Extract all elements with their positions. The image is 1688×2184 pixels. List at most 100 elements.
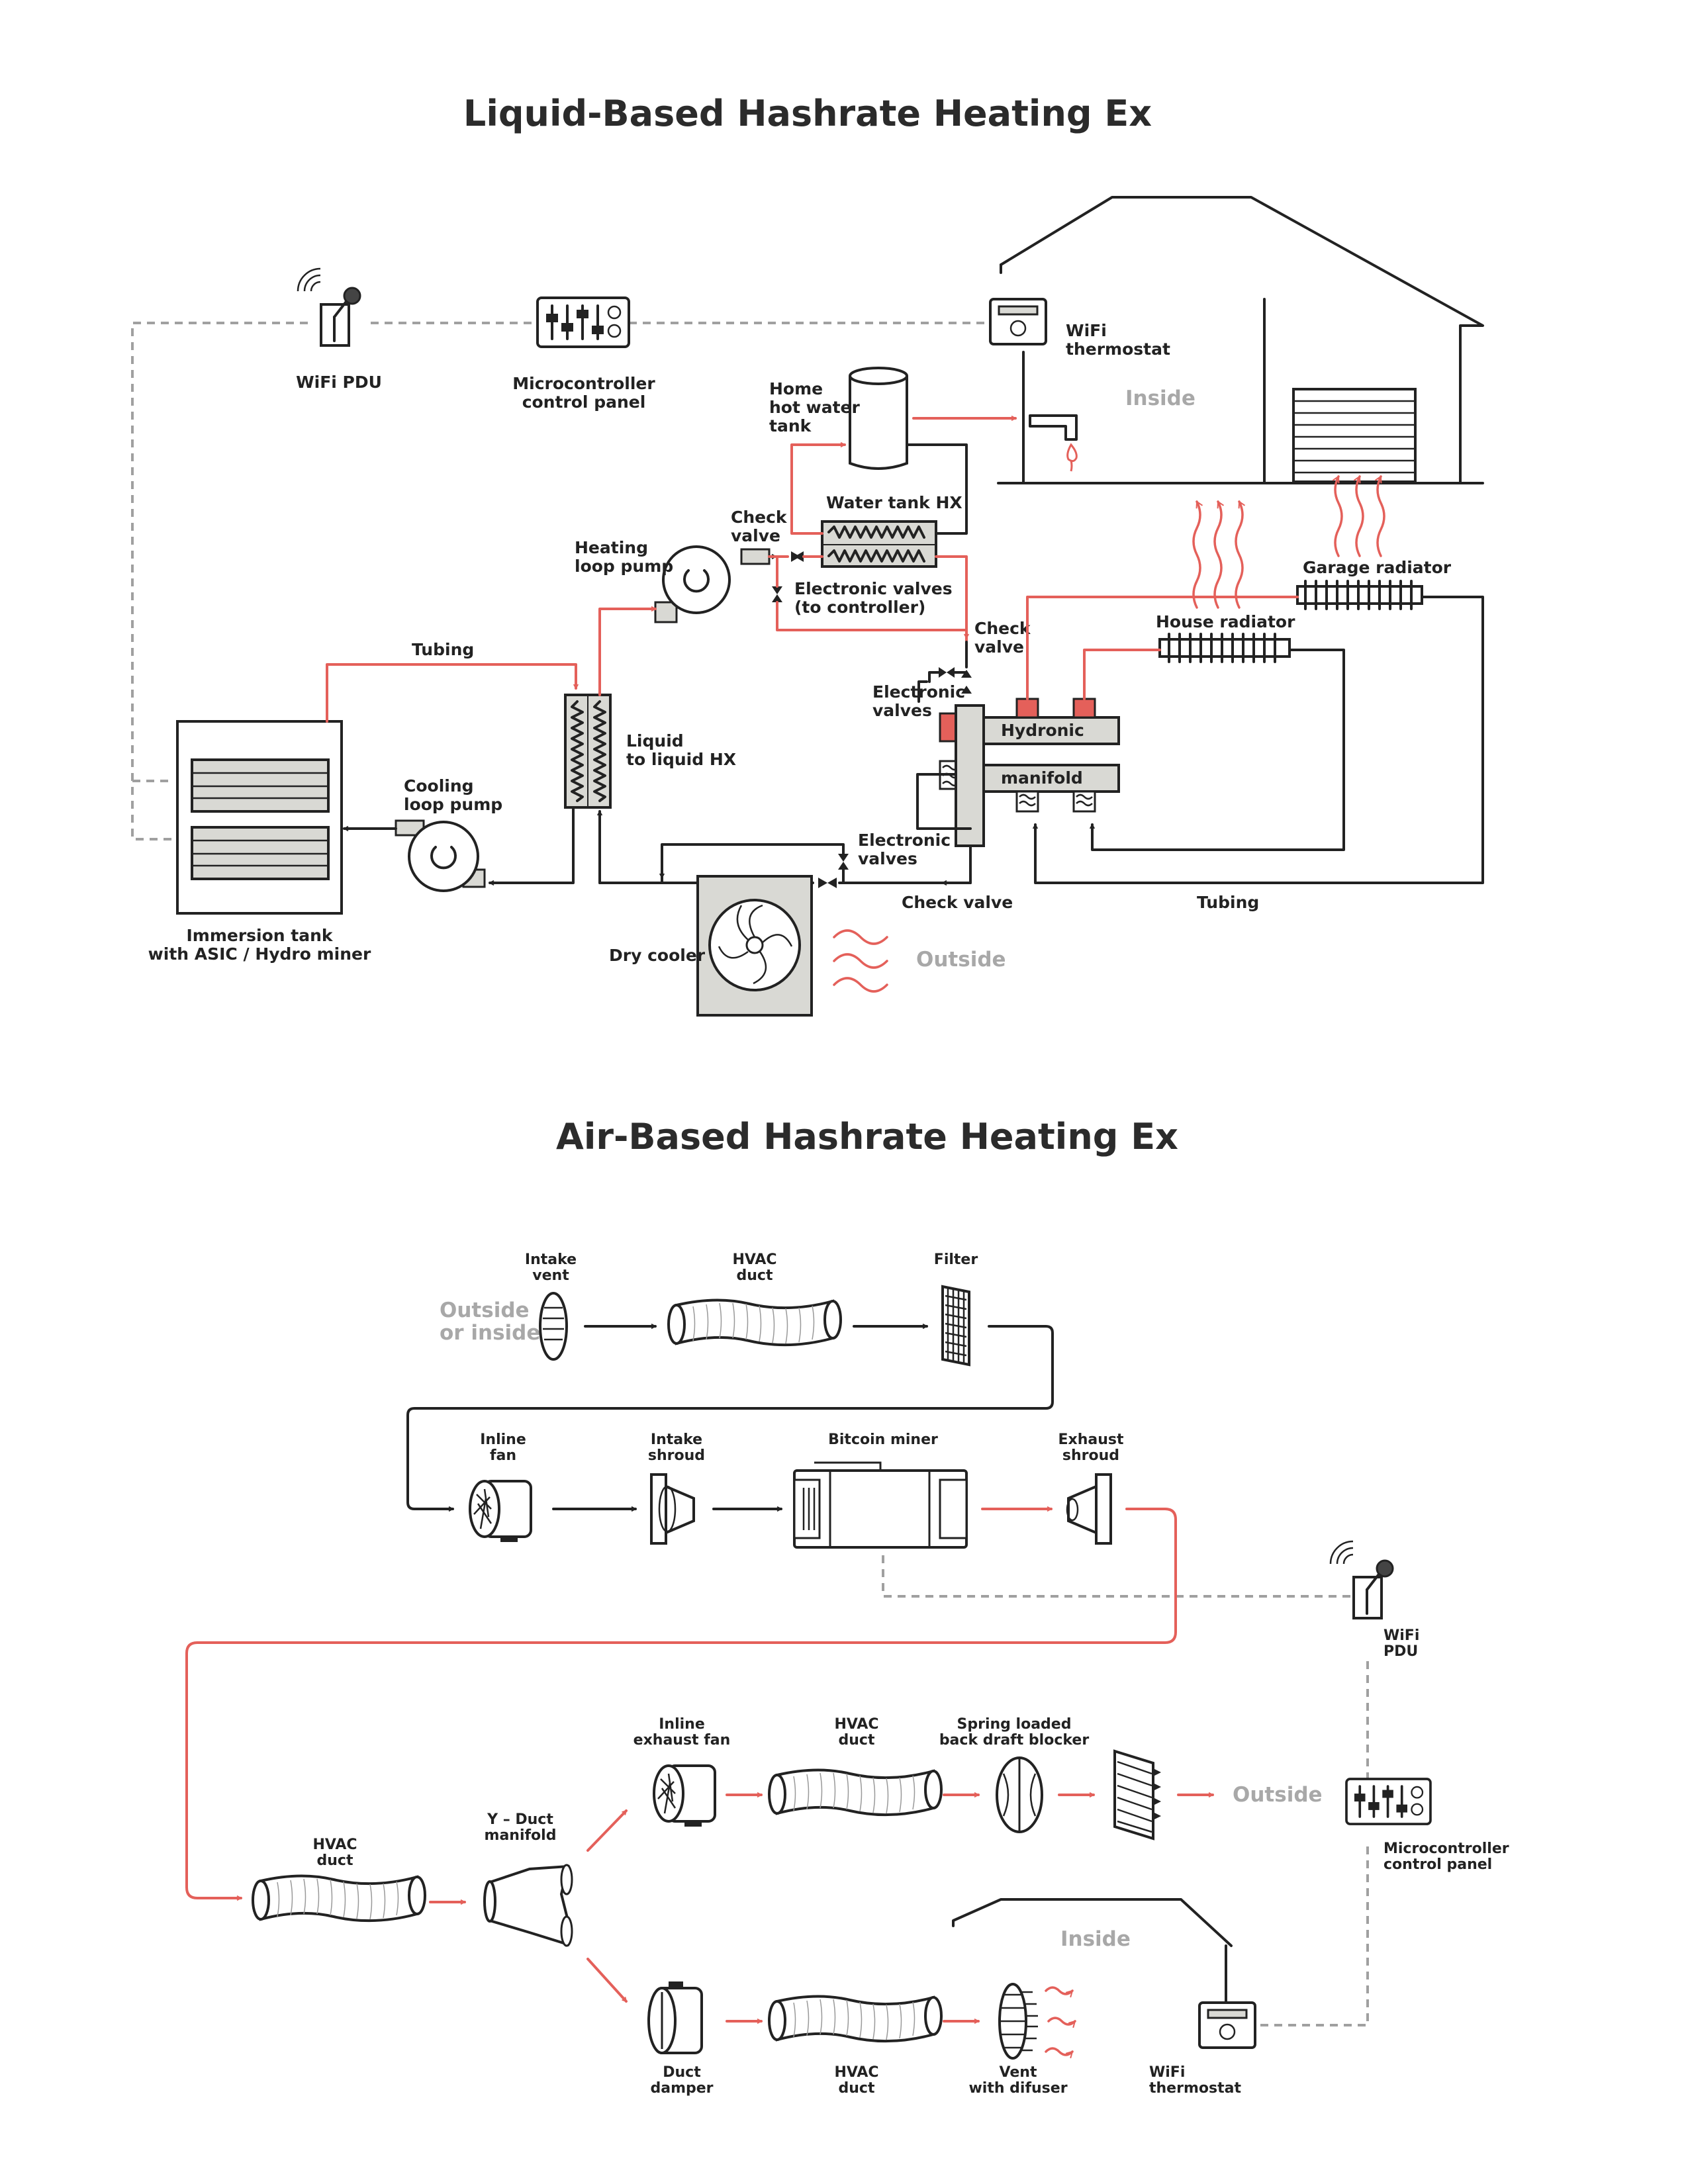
label-elec-valves-bottom-2: valves (858, 849, 917, 868)
label-liquid-hx-2: to liquid HX (626, 750, 736, 769)
faucet-icon (1029, 414, 1078, 472)
immersion-tank-icon (176, 720, 343, 915)
label-air-inside: Inside (1060, 1927, 1131, 1951)
hvac-duct-icon-3 (768, 1995, 943, 2043)
label-duct-damper-2: damper (650, 2080, 713, 2097)
microcontroller-panel-icon-air[interactable] (1345, 1778, 1432, 1825)
liquid-to-liquid-hx (564, 694, 612, 809)
label-thermostat-1: WiFi (1066, 321, 1107, 340)
label-cooling-pump-2: loop pump (404, 795, 502, 814)
label-check-valve-top-1: Check (731, 508, 788, 527)
house-outline: Inside (997, 196, 1484, 484)
label-hvac-duct-2a: HVAC (834, 1716, 878, 1733)
y-duct-manifold-icon (483, 1864, 573, 1947)
label-house-radiator: House radiator (1156, 612, 1295, 631)
label-hvac-duct-2b: duct (839, 1732, 875, 1749)
hvac-duct-icon-left (252, 1874, 426, 1923)
exhaust-shroud-icon (1066, 1473, 1112, 1545)
label-check-valve-bottom: Check valve (902, 893, 1013, 912)
inline-fan-icon (469, 1480, 532, 1543)
label-intake-shroud-1: Intake (651, 1432, 702, 1448)
label-water-tank-hx: Water tank HX (826, 493, 962, 512)
air-diagram: Outside or inside Intake vent HVAC duct … (185, 1251, 1509, 2097)
label-check-valve-top-2: valve (731, 526, 780, 545)
label-inside: Inside (1125, 387, 1196, 410)
label-liquid-hx-1: Liquid (626, 731, 684, 751)
cooling-loop-pump-icon (395, 819, 486, 892)
wifi-thermostat-icon[interactable] (989, 298, 1047, 345)
label-outside: Outside (916, 948, 1006, 972)
label-hvac-duct-3b: duct (839, 2080, 875, 2097)
hvac-duct-icon-1 (667, 1298, 842, 1347)
vent-with-difuser-icon (998, 1983, 1038, 2060)
water-tank-hx (821, 520, 937, 568)
intake-shroud-icon (650, 1473, 695, 1545)
label-bitcoin-miner: Bitcoin miner (828, 1432, 938, 1448)
label-air-outside: Outside (1233, 1783, 1323, 1807)
label-vent-difuser-1: Vent (1000, 2064, 1037, 2081)
label-air-mc-2: control panel (1383, 1856, 1492, 1873)
outside-heat-waves (833, 929, 888, 993)
heating-loop-pump-icon (654, 545, 771, 623)
label-air-wifi-pdu-2: PDU (1383, 1643, 1418, 1660)
label-y-duct-1: Y – Duct (487, 1811, 553, 1828)
filter-icon (941, 1285, 970, 1367)
label-intake-shroud-2: shroud (648, 1447, 705, 1464)
label-tubing-top: Tubing (412, 640, 474, 659)
label-inline-exhaust-fan-2: exhaust fan (633, 1732, 731, 1749)
bitcoin-miner-icon (793, 1461, 968, 1549)
label-back-draft-2: back draft blocker (939, 1732, 1090, 1749)
label-filter: Filter (934, 1251, 978, 1268)
dry-cooler-icon (696, 875, 813, 1017)
label-hvac-duct-left-1: HVAC (312, 1837, 357, 1853)
label-elec-valves-ctrl-2: (to controller) (794, 598, 925, 617)
label-cooling-pump-1: Cooling (404, 776, 474, 796)
hydronic-manifold (939, 698, 1120, 847)
control-signal-lines (131, 322, 990, 841)
label-check-valve-right-1: Check (974, 619, 1031, 638)
label-duct-damper-1: Duct (663, 2064, 701, 2081)
label-air-wifi-pdu-1: WiFi (1383, 1627, 1419, 1644)
label-outside-or-inside-1: Outside (440, 1298, 530, 1322)
title-air: Air-Based Hashrate Heating Ex (556, 1116, 1178, 1158)
label-microcontroller-1: Microcontroller (512, 374, 655, 393)
label-thermostat-2: thermostat (1066, 340, 1170, 359)
hvac-duct-icon-2 (768, 1768, 943, 1817)
microcontroller-panel-icon[interactable] (536, 296, 630, 348)
back-draft-blocker-icon (996, 1756, 1043, 1833)
label-hot-water-1: Home (769, 379, 823, 398)
label-heating-pump-2: loop pump (575, 557, 673, 576)
label-hydronic: Hydronic (1001, 721, 1084, 740)
intake-vent-icon (539, 1292, 568, 1361)
label-exhaust-shroud-2: shroud (1062, 1447, 1119, 1464)
louver-vent-icon (1113, 1749, 1161, 1841)
label-hot-water-3: tank (769, 416, 812, 435)
label-intake-vent-1: Intake (525, 1251, 577, 1268)
heat-waves-garage (1335, 477, 1385, 557)
duct-damper-icon (647, 1981, 703, 2054)
label-dry-cooler: Dry cooler (609, 946, 706, 965)
label-inline-fan-1: Inline (480, 1432, 526, 1448)
label-immersion-1: Immersion tank (186, 926, 333, 945)
label-microcontroller-2: control panel (522, 392, 646, 412)
label-immersion-2: with ASIC / Hydro miner (148, 944, 371, 964)
label-air-therm-1: WiFi (1149, 2064, 1185, 2081)
house-radiator-icon (1158, 633, 1291, 663)
label-exhaust-shroud-1: Exhaust (1058, 1432, 1124, 1448)
title-liquid: Liquid-Based Hashrate Heating Ex (463, 93, 1152, 134)
label-vent-difuser-2: with difuser (968, 2080, 1067, 2097)
vent-heat-arrows (1045, 1986, 1076, 2055)
wifi-thermostat-icon-air[interactable] (1198, 2001, 1256, 2049)
wifi-pdu-icon-air[interactable] (1329, 1540, 1394, 1619)
label-check-valve-right-2: valve (974, 637, 1024, 657)
label-tubing-bottom: Tubing (1197, 893, 1259, 912)
label-elec-valves-bottom-1: Electronic (858, 831, 951, 850)
label-elec-valves-ctrl-1: Electronic valves (794, 579, 953, 598)
label-wifi-pdu: WiFi PDU (296, 373, 382, 392)
wifi-pdu-icon[interactable] (297, 267, 361, 347)
label-hot-water-2: hot water (769, 398, 860, 417)
inline-exhaust-fan-icon (653, 1764, 716, 1828)
label-hvac-duct-1b: duct (737, 1267, 773, 1284)
label-elec-valves-right-2: valves (872, 701, 932, 720)
